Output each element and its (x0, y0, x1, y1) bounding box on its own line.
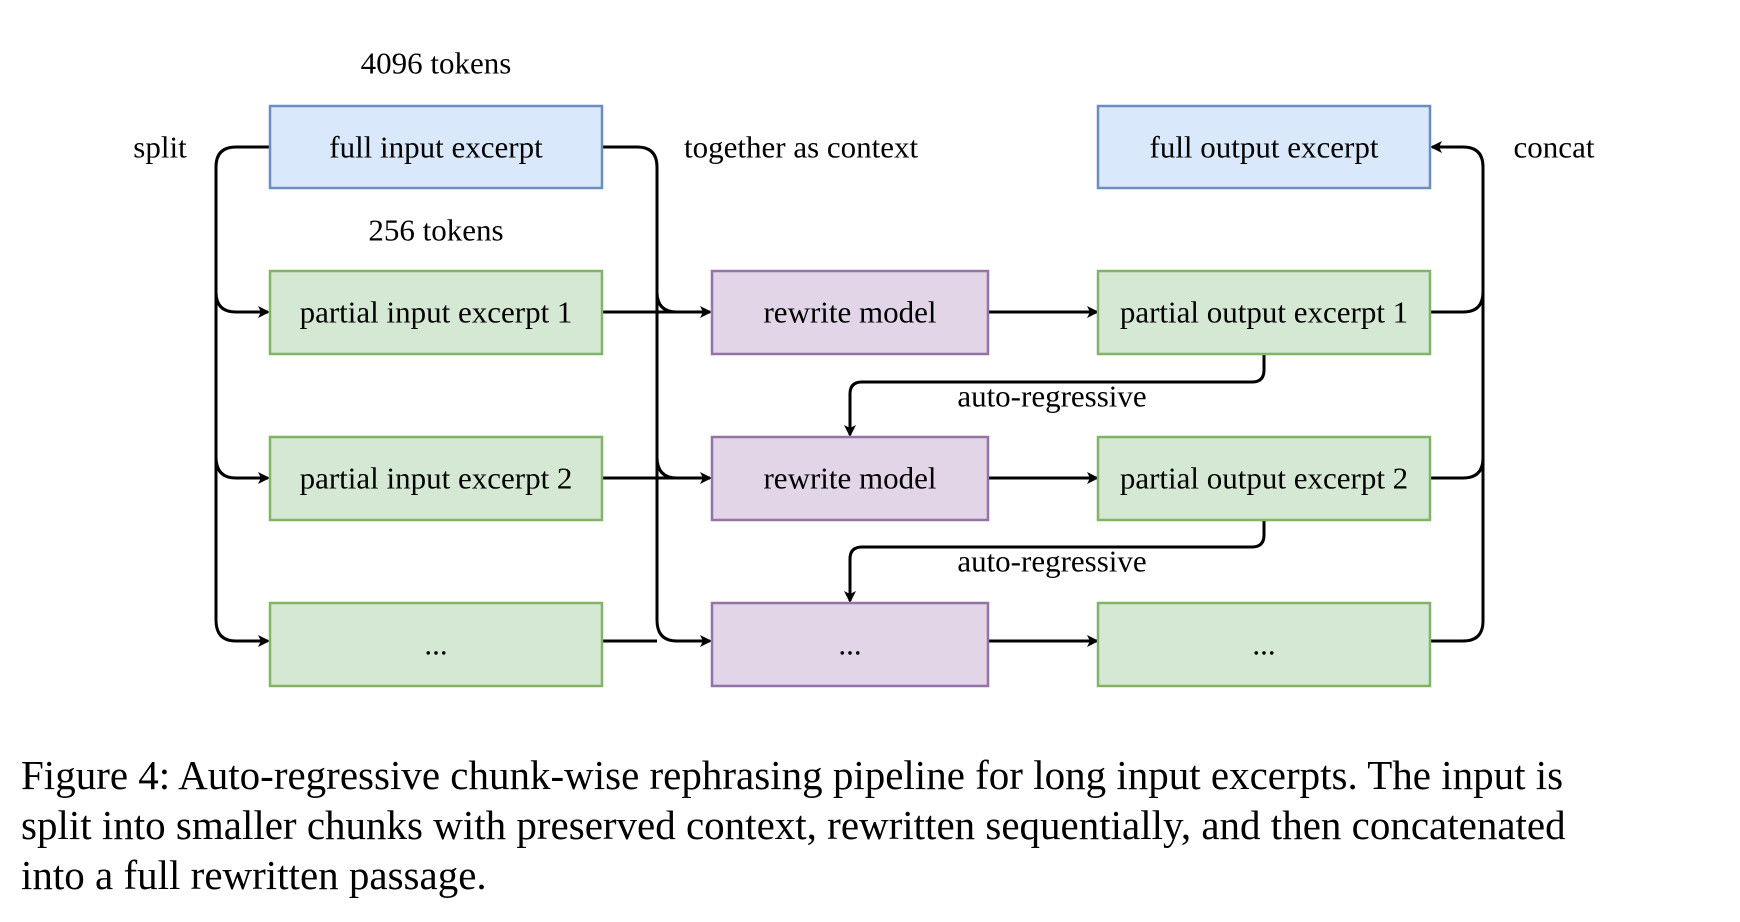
box-rewrite-model-1: rewrite model (710, 269, 990, 356)
rewrite-model-3-label: ... (838, 627, 861, 662)
tokens-256-label: 256 tokens (368, 213, 503, 248)
caption-line-1: Figure 4: Auto-regressive chunk-wise rep… (21, 752, 1564, 798)
rewrite-model-2-label: rewrite model (763, 461, 936, 496)
autoregressive-connector-2 (844, 521, 1266, 603)
auto-regressive-label-1: auto-regressive (957, 379, 1146, 414)
box-rewrite-model-2: rewrite model (710, 435, 990, 522)
concat-connector (1430, 141, 1485, 643)
box-partial-input-1: partial input excerpt 1 (268, 269, 604, 356)
together-as-context-label: together as context (684, 130, 919, 165)
concat-branch-1 (1430, 291, 1485, 314)
auto-regressive-label-2: auto-regressive (957, 544, 1146, 579)
partial-output-2-label: partial output excerpt 2 (1120, 461, 1408, 496)
context-connector (602, 145, 712, 647)
box-rewrite-model-3: ... (710, 601, 990, 688)
figure-caption: Figure 4: Auto-regressive chunk-wise rep… (21, 750, 1721, 900)
tokens-4096-label: 4096 tokens (361, 46, 512, 81)
box-full-output: full output excerpt (1096, 104, 1432, 190)
caption-line-2: split into smaller chunks with preserved… (21, 802, 1566, 848)
full-output-label: full output excerpt (1150, 130, 1379, 165)
box-partial-output-1: partial output excerpt 1 (1096, 269, 1432, 356)
box-partial-input-2: partial input excerpt 2 (268, 435, 604, 522)
box-partial-input-3: ... (268, 601, 604, 688)
split-branch-1 (214, 291, 270, 318)
box-partial-output-2: partial output excerpt 2 (1096, 435, 1432, 522)
rewrite-model-1-label: rewrite model (763, 295, 936, 330)
box-partial-output-3: ... (1096, 601, 1432, 688)
full-input-label: full input excerpt (329, 130, 543, 165)
concat-branch-2 (1430, 457, 1485, 480)
caption-line-3: into a full rewritten passage. (21, 852, 487, 898)
partial-input-3-label: ... (424, 627, 447, 662)
split-connector (214, 145, 270, 647)
partial-input-2-label: partial input excerpt 2 (300, 461, 573, 496)
concat-label: concat (1514, 130, 1595, 165)
partial-output-1-label: partial output excerpt 1 (1120, 295, 1408, 330)
partial-input-1-label: partial input excerpt 1 (300, 295, 573, 330)
box-full-input: full input excerpt (268, 104, 604, 190)
connectors (214, 141, 1485, 647)
split-branch-2 (214, 456, 270, 484)
context-branch-1 (655, 291, 678, 314)
autoregressive-connector-1 (844, 355, 1266, 437)
split-label: split (133, 130, 187, 165)
context-branch-2 (655, 456, 678, 480)
partial-output-3-label: ... (1252, 627, 1275, 662)
